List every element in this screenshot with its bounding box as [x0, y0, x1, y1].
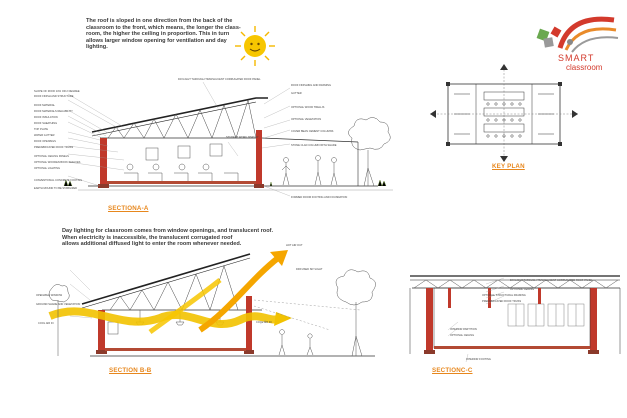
label-cement-columns: COVER BEAN CEMENT COLUMNS — [291, 130, 334, 133]
blurb-line: Day lighting for classroom comes from wi… — [62, 228, 274, 234]
label-roof-reliability: ROOF MATERIALS RELIABILITY — [34, 110, 73, 113]
label-lighting: OPTIONAL LIGHTING — [34, 167, 60, 170]
section-a-drawing — [63, 81, 393, 197]
label-cool-air-in-left: COOL AIR IN — [38, 322, 54, 325]
blurb-line: allows additional diffused light to ente… — [62, 241, 242, 248]
label-wood-trellis: OPTIONAL WOOD TRELLIS — [291, 106, 325, 109]
blurb-line: lighting. — [86, 44, 108, 51]
description-daylighting: Day lighting for classroom comes from wi… — [62, 228, 372, 248]
label-hot-air-out: HOT AIR OUT — [286, 244, 303, 247]
label-c-footing: INTERIOR FOOTING — [466, 358, 491, 361]
blurb-line: When electricity is inaccessible, the tr… — [62, 234, 233, 241]
label-footing: CONVENTIONAL CONCRETE FOOTING — [34, 179, 83, 182]
label-roof-finish: ROOF FINISH AND STRUCTURE — [34, 95, 74, 98]
label-roof-truss: PREFABRICATED ROOF TRUSS — [34, 146, 74, 149]
label-openable-window: OPENABLE WINDOW — [36, 294, 63, 297]
label-daylight-roof: DAYLIGHT THROUGH TRANSLUCENT CORRUGATED … — [178, 78, 261, 81]
section-b-title: SECTION B-B — [109, 367, 152, 374]
sun-icon — [235, 26, 275, 66]
label-c-ceiling: OPTIONAL CEILING — [510, 288, 535, 291]
label-ground-shade: GROUND SHADE AND VEGETATION — [36, 303, 81, 306]
blurb-line: classroom to the front, which means, the… — [86, 24, 241, 31]
label-roof-material: ROOF MATERIAL — [34, 104, 55, 107]
label-earth-mound: EARTH MOUND TO BE STABILIZED — [34, 187, 78, 190]
blurb-line: room, the higher the ceiling in proporti… — [86, 31, 230, 38]
label-room-footing: FORMED ROOM FOOTING AND FOUNDATION — [291, 196, 348, 199]
label-water-gutter: WATER GUTTER — [34, 134, 55, 137]
logo-smart-text: SMART — [558, 53, 595, 63]
description-roof-slope: The roof is sloped in one direction from… — [86, 18, 246, 51]
section-c-drawing — [409, 275, 621, 363]
label-book-shelves: OPTIONAL WOODEN BOOK SHELVES — [34, 161, 81, 164]
label-cool-air-in-right: COOL AIR IN — [256, 321, 272, 324]
label-c-ceiling-2: OPTIONAL CEILING — [450, 334, 475, 337]
label-ceiling-panels: OPTIONAL CEILING PANELS — [34, 155, 69, 158]
smart-classroom-logo: SMART classroom — [530, 8, 622, 74]
label-vegetation: OPTIONAL VEGETATION — [291, 118, 322, 121]
blurb-line: The roof is sloped in one direction from… — [86, 18, 233, 24]
label-stone-column: STONE CLAD COLUMN WITH SHADE — [291, 144, 337, 147]
section-b-drawing — [48, 250, 376, 357]
label-c-truss: PREFABRICATED ROOF TRUSS — [482, 300, 522, 303]
logo-classroom-text: classroom — [566, 63, 603, 72]
blurb-line: allows larger window opening for ventila… — [86, 37, 227, 44]
label-c-partition: INTERIOR PARTITION — [450, 328, 477, 331]
key-plan-title: KEY PLAN — [492, 163, 525, 170]
logo-swoosh-icon — [536, 16, 619, 53]
label-roof-sheathing: ROOF SHEATHING — [34, 122, 58, 125]
label-student-work: STUDENT WORK DISPLAY — [226, 136, 259, 139]
label-roof-openings: ROOF OPENINGS — [34, 140, 56, 143]
label-top-plate: TOP PLATE — [34, 128, 48, 131]
key-plan-drawing — [430, 64, 578, 162]
label-roof-slope: SLOPE OF ROOF 10% OR 2 DEGREE — [34, 90, 80, 93]
label-c-structural: OPTIONAL STRUCTURAL FRAMING — [482, 294, 526, 297]
section-c-title: SECTIONC-C — [432, 367, 473, 374]
section-a-title: SECTIONA-A — [108, 205, 149, 212]
label-diffused-skylight: DIFFUSED SKYLIGHT — [296, 268, 323, 271]
label-roof-insulation: ROOF INSULATION — [34, 116, 58, 119]
label-gutter: GUTTER — [291, 92, 302, 95]
label-c-daylight-roof: DAYLIGHT THROUGH TRANSLUCENT CORRUGATED … — [510, 279, 593, 282]
label-roof-framing: ROOF FINISHING AND FRAMING — [291, 84, 332, 87]
